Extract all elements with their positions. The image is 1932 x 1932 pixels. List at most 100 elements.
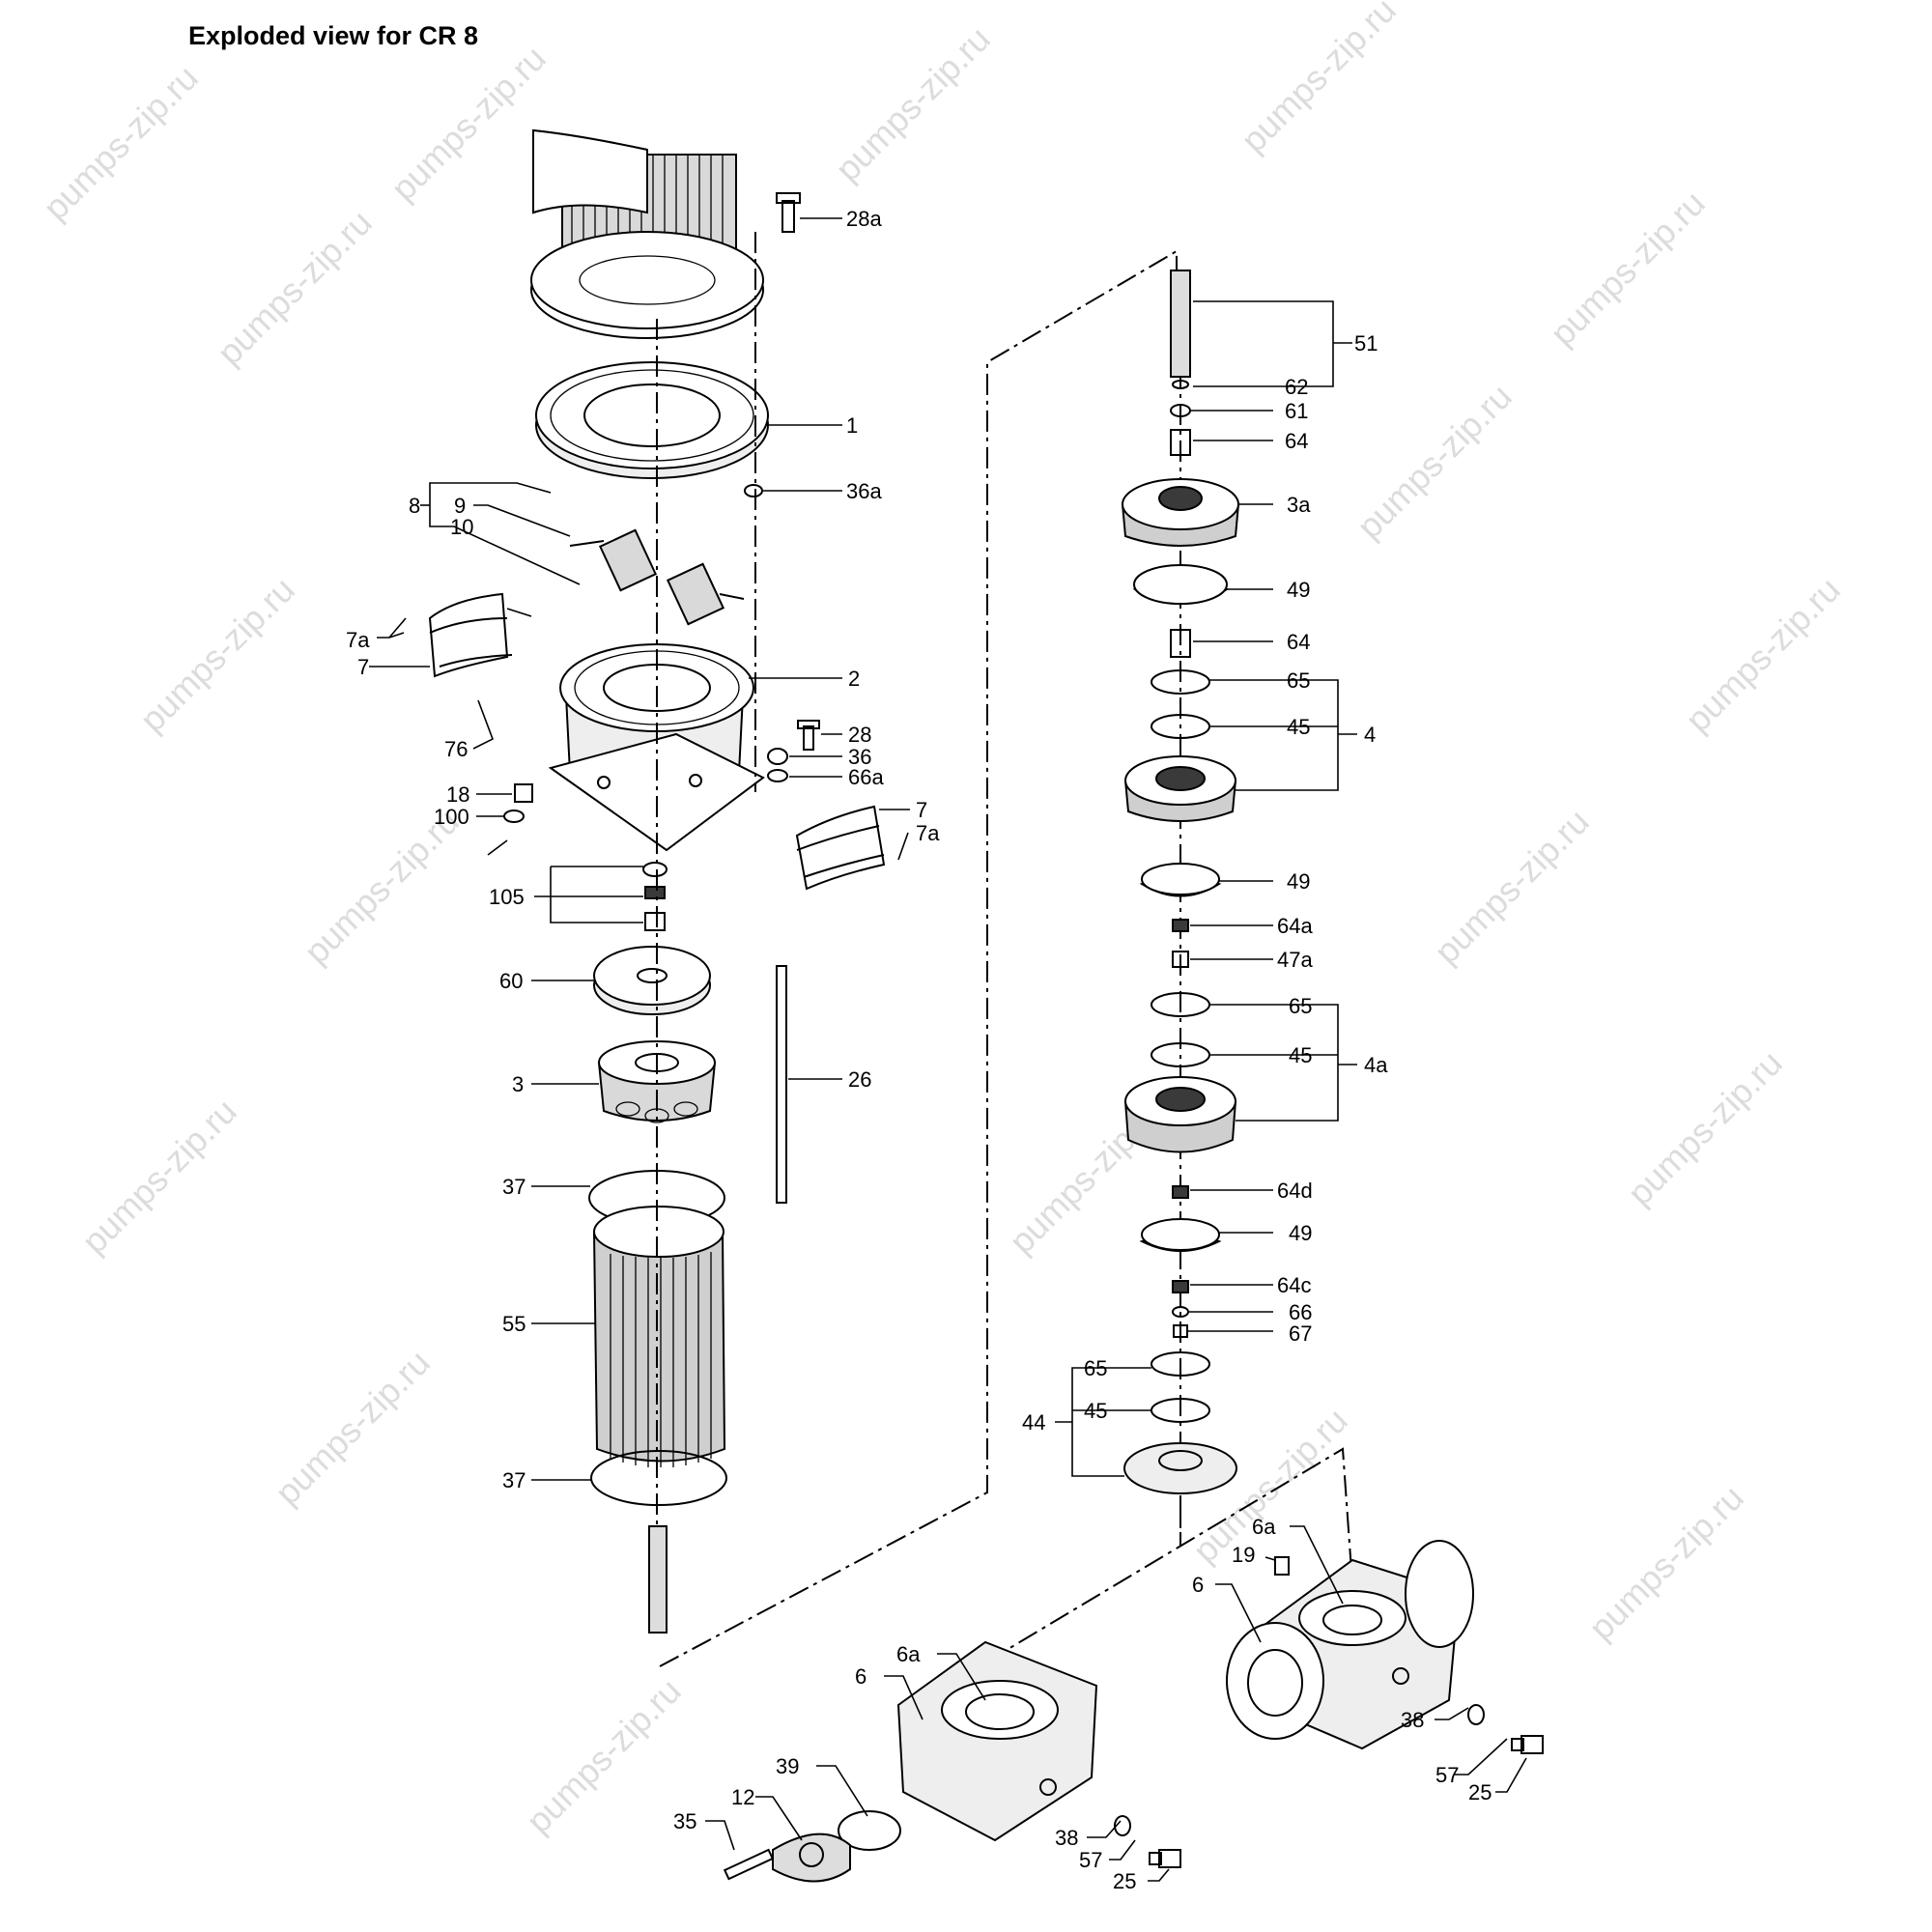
label-7a-left: 7a — [346, 628, 370, 652]
label-49-3: 49 — [1289, 1221, 1312, 1245]
part-labels: 28a 1 36a 8 9 10 7a 7 2 76 28 36 66a 18 … — [346, 207, 1492, 1893]
label-65-3: 65 — [1084, 1356, 1107, 1380]
coupling-8 — [569, 528, 745, 626]
watermark: pumps-zip.ru — [1234, 0, 1404, 160]
label-28a: 28a — [846, 207, 882, 231]
label-62: 62 — [1285, 375, 1308, 399]
assembly-connector — [659, 249, 1178, 1667]
label-105: 105 — [489, 885, 525, 909]
coupling-guard-7-left — [428, 592, 532, 678]
label-18: 18 — [446, 782, 469, 807]
shaft-lower — [648, 1525, 668, 1634]
part-64-2 — [1170, 629, 1191, 658]
label-64a: 64a — [1277, 914, 1313, 938]
part-2-pump-head — [548, 643, 765, 852]
label-36: 36 — [848, 745, 871, 769]
label-38-left: 38 — [1055, 1826, 1078, 1850]
leader-lines — [369, 217, 1527, 1882]
base-6-left — [896, 1640, 1098, 1842]
part-64-top — [1170, 429, 1191, 456]
watermark: pumps-zip.ru — [132, 570, 302, 740]
watermark: pumps-zip.ru — [1427, 802, 1597, 972]
watermark: pumps-zip.ru — [1678, 570, 1848, 740]
label-3: 3 — [512, 1072, 524, 1096]
watermark: pumps-zip.ru — [828, 19, 998, 189]
label-45-1: 45 — [1287, 715, 1310, 739]
bolt-28 — [797, 720, 820, 751]
washer-66a — [767, 769, 788, 782]
shaft-seal-105 — [642, 862, 668, 931]
seal-100 — [503, 810, 525, 823]
label-25-left: 25 — [1113, 1869, 1136, 1893]
label-4a: 4a — [1364, 1053, 1388, 1077]
label-38-right: 38 — [1401, 1708, 1424, 1732]
label-26: 26 — [848, 1067, 871, 1092]
part-60-disc — [593, 946, 711, 1015]
plug-18 — [514, 783, 533, 803]
watermark: pumps-zip.ru — [1543, 184, 1713, 354]
watermark: pumps-zip.ru — [74, 1092, 244, 1262]
label-45-3: 45 — [1084, 1399, 1107, 1423]
label-67: 67 — [1289, 1321, 1312, 1346]
label-6a-right: 6a — [1252, 1515, 1276, 1539]
watermark-layer: pumps-zip.ru pumps-zip.ru pumps-zip.ru p… — [36, 0, 1848, 1841]
chamber-4a — [1123, 1076, 1237, 1153]
label-64c: 64c — [1277, 1273, 1311, 1297]
part-65-1 — [1151, 669, 1210, 695]
label-45-2: 45 — [1289, 1043, 1312, 1067]
part-64a — [1172, 919, 1189, 932]
label-57-right: 57 — [1435, 1763, 1459, 1787]
label-64d: 64d — [1277, 1179, 1313, 1203]
label-49-1: 49 — [1287, 578, 1310, 602]
seal-38-left — [1114, 1815, 1131, 1836]
gasket-39 — [838, 1810, 901, 1851]
chamber-3a — [1121, 478, 1240, 547]
label-7a-right: 7a — [916, 821, 940, 845]
label-1: 1 — [846, 413, 858, 438]
watermark: pumps-zip.ru — [1581, 1478, 1751, 1648]
bolt-28a — [776, 192, 801, 233]
label-47a: 47a — [1277, 948, 1313, 972]
bolt-35 — [723, 1848, 775, 1881]
diagram-title: Exploded view for CR 8 — [188, 21, 479, 50]
vent-screw-19 — [1274, 1556, 1290, 1576]
label-8: 8 — [409, 494, 420, 518]
label-66: 66 — [1289, 1300, 1312, 1324]
seal-38-right — [1467, 1704, 1485, 1725]
watermark: pumps-zip.ru — [268, 1343, 438, 1513]
label-6-right: 6 — [1192, 1573, 1204, 1597]
label-4: 4 — [1364, 723, 1376, 747]
label-76: 76 — [444, 737, 468, 761]
label-51: 51 — [1354, 331, 1378, 355]
base-6-right — [1226, 1540, 1474, 1750]
part-67 — [1173, 1324, 1188, 1338]
label-25-right: 25 — [1468, 1780, 1492, 1804]
label-37-bottom: 37 — [502, 1468, 526, 1492]
part-61 — [1170, 404, 1191, 417]
part-47a — [1172, 951, 1189, 968]
label-61: 61 — [1285, 399, 1308, 423]
label-28: 28 — [848, 723, 871, 747]
shaft-51 — [1170, 270, 1191, 378]
label-19: 19 — [1232, 1543, 1255, 1567]
label-65-2: 65 — [1289, 994, 1312, 1018]
label-3a: 3a — [1287, 493, 1311, 517]
chamber-44 — [1123, 1442, 1237, 1494]
label-10: 10 — [450, 515, 473, 539]
watermark: pumps-zip.ru — [384, 39, 554, 209]
impeller-49-2 — [1139, 863, 1222, 897]
label-39: 39 — [776, 1754, 799, 1778]
label-12: 12 — [731, 1785, 754, 1809]
label-100: 100 — [434, 805, 469, 829]
part-64c — [1172, 1280, 1189, 1293]
label-64-2: 64 — [1287, 630, 1310, 654]
label-7-left: 7 — [357, 655, 369, 679]
label-49-2: 49 — [1287, 869, 1310, 894]
watermark: pumps-zip.ru — [210, 203, 380, 373]
label-6a-left: 6a — [896, 1642, 921, 1666]
impeller-49-3 — [1139, 1218, 1222, 1252]
flange-12 — [772, 1833, 851, 1883]
label-9: 9 — [454, 494, 466, 518]
nut-36 — [767, 748, 788, 765]
